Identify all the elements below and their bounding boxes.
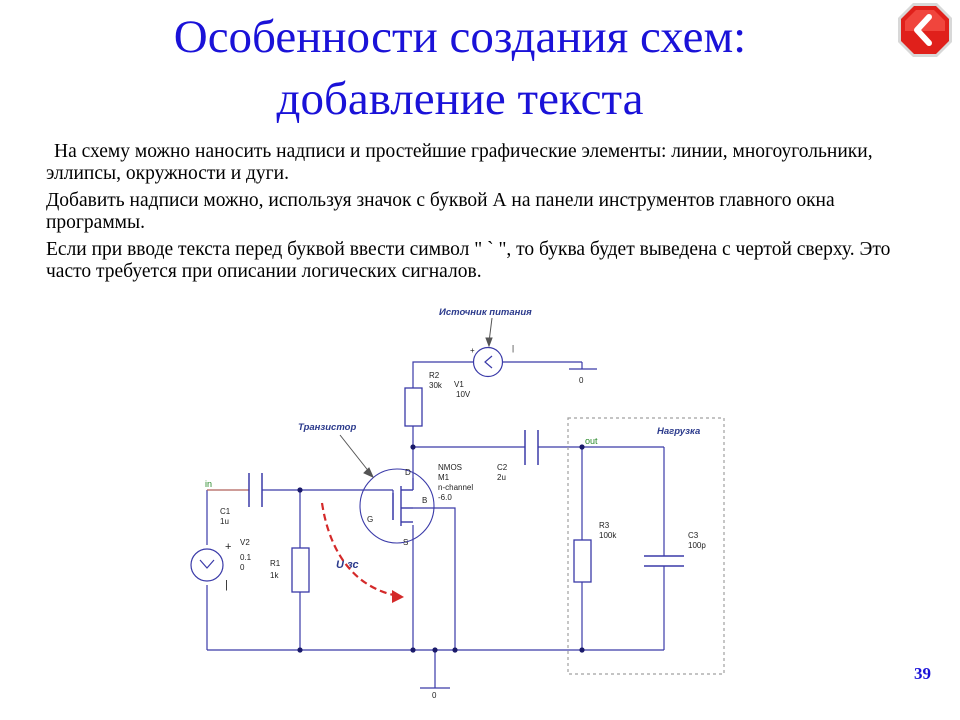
r3-value: 100k [599,531,617,540]
title-line-1: Особенности создания схем: [173,11,747,63]
svg-text:|: | [512,344,514,353]
slide-body: На схему можно наносить надписи и просте… [46,141,916,288]
voltage-arrow [320,502,399,598]
c2-name: C2 [497,463,508,472]
v2-source-symbol [190,548,224,582]
paragraph-overline: Если при вводе текста перед буквой ввест… [46,239,891,282]
r3-resistor [573,539,592,583]
v2-name: V2 [240,538,250,547]
c3-capacitor [644,555,684,567]
c1-capacitor [248,473,263,507]
m1-vt: -6.0 [438,493,452,502]
v1-name: V1 [454,380,464,389]
v1-value: 10V [456,390,471,399]
r1-name: R1 [270,559,281,568]
back-button[interactable] [896,1,954,59]
paragraph-add-labels: Добавить надписи можно, используя значок… [46,190,835,233]
m1-type: NMOS [438,463,462,472]
c3-name: C3 [688,531,699,540]
node-out-label: out [585,436,598,446]
transistor-pointer [339,434,374,478]
c2-capacitor [524,430,539,465]
r3-name: R3 [599,521,610,530]
page-number: 39 [914,664,931,683]
c1-value: 1u [220,517,229,526]
slide-title: Особенности создания схем: добавление те… [60,6,860,130]
svg-text:|: | [225,579,228,591]
voltage-arrow-head [392,590,404,603]
c2-value: 2u [497,473,506,482]
load-annotation: Нагрузка [657,426,700,437]
svg-text:+: + [470,346,475,355]
r2-resistor [404,387,423,427]
pin-s: S [403,538,408,547]
transistor-annotation: Транзистор [298,422,356,433]
pin-d: D [405,468,411,477]
ground-top-label: 0 [579,376,584,385]
c1-name: C1 [220,507,231,516]
m1-transistor-circle [359,468,435,544]
m1-transistor-symbol [392,478,414,526]
pin-g: G [367,515,373,524]
title-line-2: добавление текста [276,73,644,125]
ground-bottom-label: 0 [432,691,437,700]
power-source-annotation: Источник питания [439,307,532,318]
m1-name: M1 [438,473,450,482]
paragraph-drawing: На схему можно наносить надписи и просте… [46,141,873,184]
m1-channel: n-channel [438,483,473,492]
back-arrow-icon [898,3,952,57]
power-source-pointer [485,317,493,348]
v1-source-symbol [472,346,504,378]
c3-value: 100p [688,541,706,550]
pin-b: B [422,496,427,505]
v2-v2: 0 [240,563,245,572]
r1-resistor [291,547,310,593]
junction-dots [297,444,585,653]
circuit-wires [206,361,665,688]
svg-text:+: + [225,541,231,553]
r2-value: 30k [429,381,443,390]
node-in-label: in [205,479,212,489]
v2-v1: 0.1 [240,553,252,562]
r2-name: R2 [429,371,440,380]
r1-value: 1k [270,571,279,580]
load-region-box [567,417,725,675]
